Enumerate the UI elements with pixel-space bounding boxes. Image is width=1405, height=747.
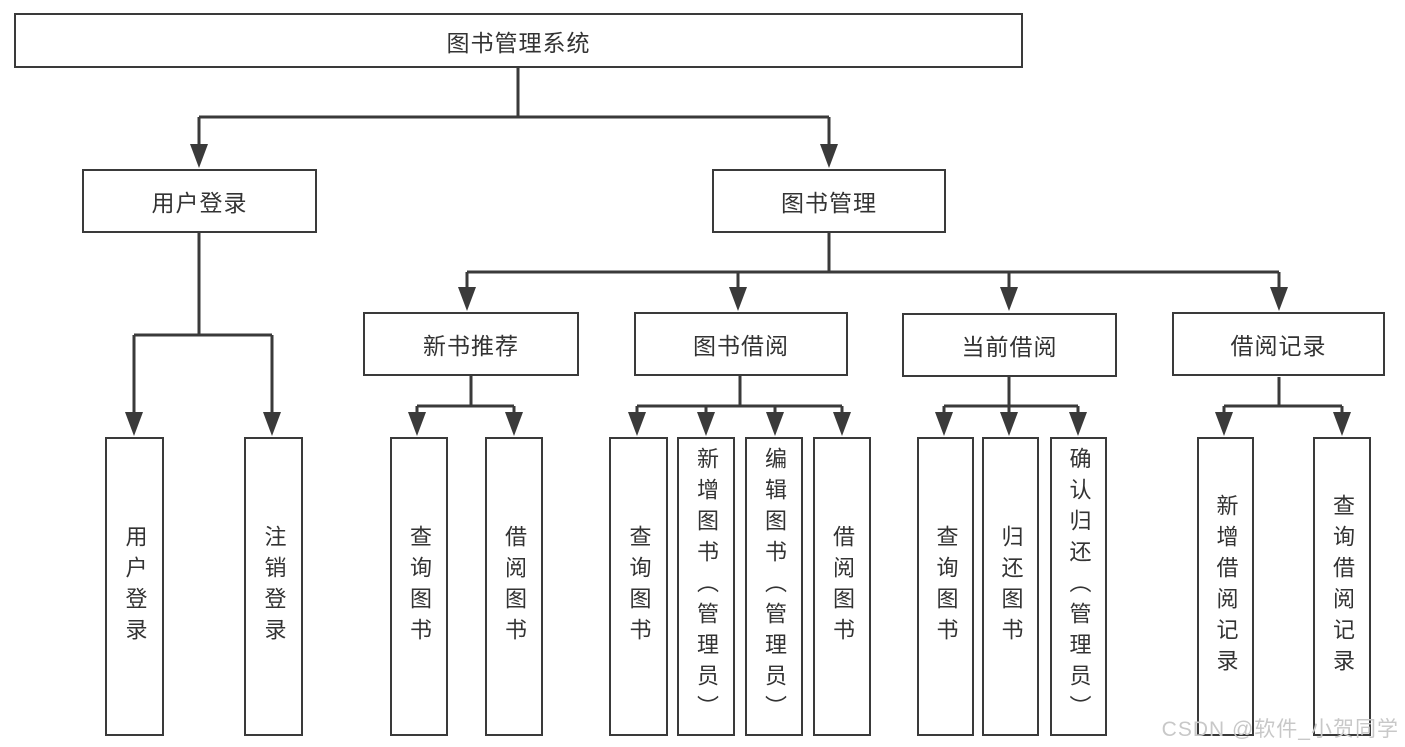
node-label: 查询图书 <box>933 524 959 649</box>
node-current-borrow: 当前借阅 <box>902 313 1117 377</box>
node-label: 图书借阅 <box>693 333 789 359</box>
node-label: 确认归还（管理员） <box>1066 447 1092 726</box>
node-borrow-record: 借阅记录 <box>1172 312 1385 376</box>
node-label: 当前借阅 <box>961 334 1058 360</box>
node-new-book-recommend: 新书推荐 <box>363 312 579 376</box>
leaf-return-books: 归还图书 <box>982 437 1039 736</box>
leaf-add-borrow-record: 新增借阅记录 <box>1197 437 1254 736</box>
node-label: 新增图书（管理员） <box>694 447 719 726</box>
node-label: 查询借阅记录 <box>1330 493 1355 680</box>
leaf-logout: 注销登录 <box>244 437 303 736</box>
node-label: 用户登录 <box>151 190 248 216</box>
node-book-management: 图书管理 <box>712 169 946 233</box>
csdn-watermark: CSDN @软件_小贺同学 <box>1161 718 1399 741</box>
node-label: 查询图书 <box>407 524 432 649</box>
node-label: 用户登录 <box>122 524 148 649</box>
leaf-query-books-borrow: 查询图书 <box>609 437 668 736</box>
leaf-borrow-books: 借阅图书 <box>813 437 871 736</box>
node-label: 图书管理 <box>781 190 877 216</box>
leaf-borrow-books-recommend: 借阅图书 <box>485 437 543 736</box>
node-label: 借阅图书 <box>502 524 527 649</box>
node-label: 新增借阅记录 <box>1213 493 1239 680</box>
node-user-login: 用户登录 <box>82 169 317 233</box>
leaf-edit-books-admin: 编辑图书（管理员） <box>745 437 803 736</box>
leaf-confirm-return-admin: 确认归还（管理员） <box>1050 437 1107 736</box>
node-label: 新书推荐 <box>423 333 519 359</box>
node-label: 归还图书 <box>998 524 1024 649</box>
leaf-add-books-admin: 新增图书（管理员） <box>677 437 735 736</box>
node-label: 借阅图书 <box>830 524 855 649</box>
node-root-book-management-system: 图书管理系统 <box>14 13 1023 68</box>
leaf-query-borrow-record: 查询借阅记录 <box>1313 437 1371 736</box>
node-book-borrow: 图书借阅 <box>634 312 848 376</box>
leaf-user-login: 用户登录 <box>105 437 164 736</box>
node-label: 查询图书 <box>626 524 652 649</box>
leaf-query-books-current: 查询图书 <box>917 437 974 736</box>
node-label: 图书管理系统 <box>446 29 591 56</box>
node-label: 注销登录 <box>261 524 287 649</box>
node-label: 借阅记录 <box>1230 333 1327 359</box>
node-label: 编辑图书（管理员） <box>762 447 787 726</box>
leaf-query-books-recommend: 查询图书 <box>390 437 448 736</box>
